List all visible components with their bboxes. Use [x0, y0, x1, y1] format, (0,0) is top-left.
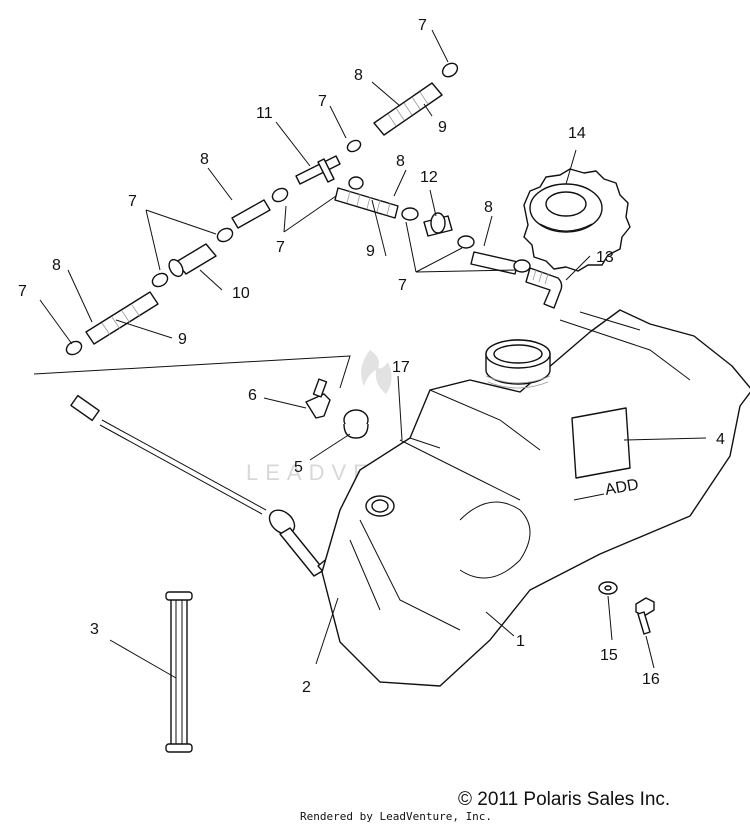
- callout-9: 9: [366, 243, 375, 260]
- callout-2: 2: [302, 679, 311, 696]
- callout-1: 1: [516, 633, 525, 650]
- filter-10: [151, 243, 217, 288]
- callout-15: 15: [600, 647, 618, 664]
- callout-8: 8: [200, 151, 209, 168]
- hose-short-right: [470, 251, 531, 275]
- callout-6: 6: [248, 387, 257, 404]
- hose-middle: [216, 187, 289, 243]
- rendered-by-credit: Rendered by LeadVenture, Inc.: [300, 810, 493, 823]
- fuel-sender-2: [70, 394, 355, 603]
- bolt-16: [635, 597, 655, 635]
- callout-14: 14: [568, 125, 586, 142]
- hose-upper-right: [373, 62, 459, 136]
- callout-3: 3: [90, 621, 99, 638]
- callout-16: 16: [642, 671, 660, 688]
- callout-12: 12: [420, 169, 438, 186]
- callout-7: 7: [276, 239, 285, 256]
- leader-lines: [33, 29, 707, 679]
- tank-add-mark: ADD: [604, 476, 640, 499]
- fuel-tank-1: ADD: [321, 309, 750, 687]
- valve-12: [423, 212, 475, 249]
- callout-13: 13: [596, 249, 614, 266]
- callout-7: 7: [128, 193, 137, 210]
- callout-9: 9: [438, 119, 447, 136]
- callout-7: 7: [18, 283, 27, 300]
- callout-7: 7: [318, 93, 327, 110]
- callout-9: 9: [178, 331, 187, 348]
- callout-8: 8: [484, 199, 493, 216]
- tank-strap-3: [165, 591, 193, 753]
- copyright-notice: © 2011 Polaris Sales Inc.: [458, 789, 671, 810]
- callout-8: 8: [396, 153, 405, 170]
- hose-ribbed-left: [65, 291, 159, 356]
- elbow-13: [525, 267, 563, 309]
- grommet-5: [343, 409, 369, 439]
- callout-17: 17: [392, 359, 410, 376]
- callout-5: 5: [294, 459, 303, 476]
- callout-7: 7: [418, 17, 427, 34]
- vent-fitting-6: [305, 378, 331, 419]
- hose-ribbed-center: [334, 187, 419, 221]
- callout-4: 4: [716, 431, 725, 448]
- callout-10: 10: [232, 285, 250, 302]
- callout-7: 7: [398, 277, 407, 294]
- tee-fitting-11: [295, 139, 364, 190]
- fuel-cap: [523, 168, 631, 272]
- washer-15: [598, 581, 618, 595]
- callout-8: 8: [52, 257, 61, 274]
- callout-11: 11: [256, 105, 273, 122]
- callout-8: 8: [354, 67, 363, 84]
- callout-labels: 7 8 9 7 11 8 7 7 8 9 12 8 7 14 13 8 9 10…: [18, 17, 725, 696]
